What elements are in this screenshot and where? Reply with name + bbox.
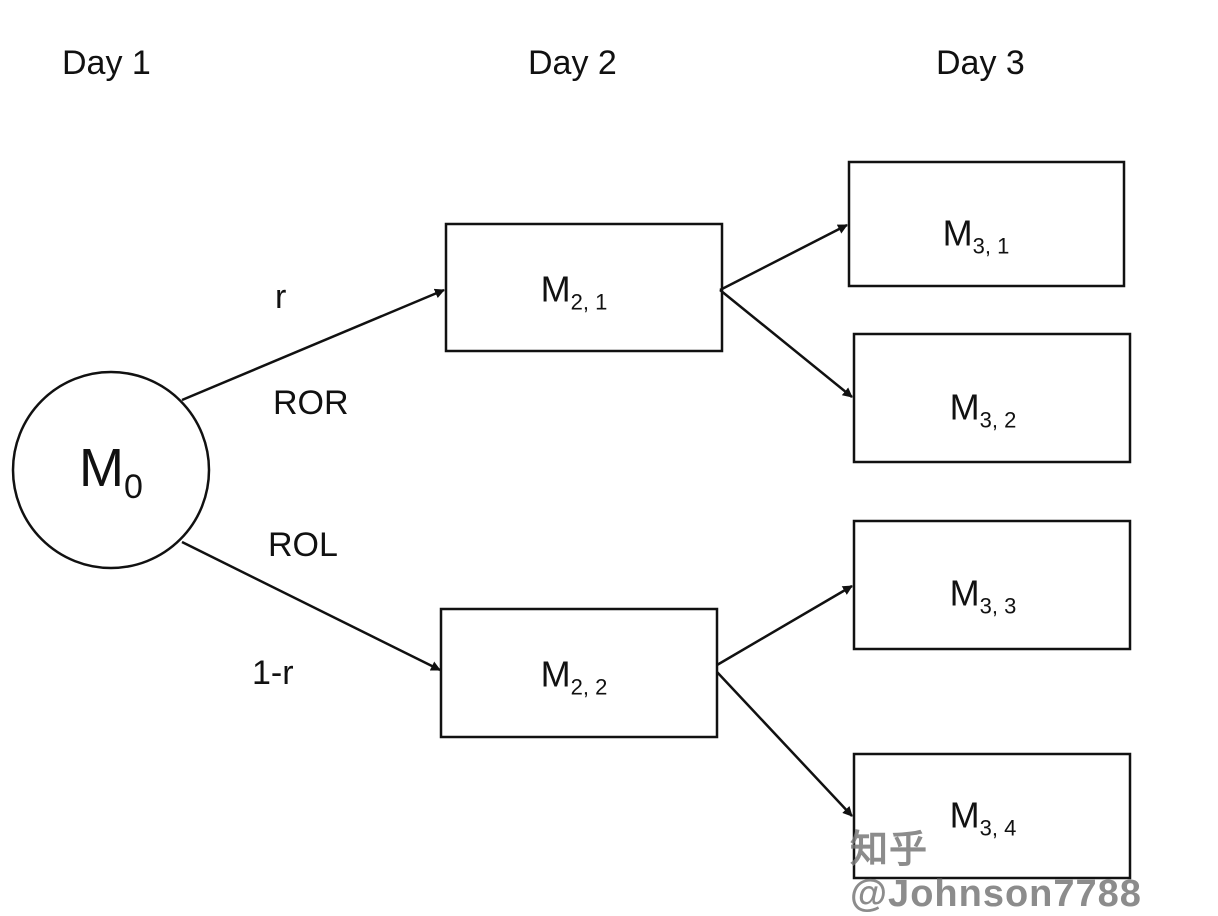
edge-label-rol: ROL bbox=[268, 526, 338, 564]
edge-m0-m22 bbox=[181, 540, 441, 672]
edge-m22-m34 bbox=[716, 671, 853, 817]
edge-label-r: r bbox=[275, 278, 287, 316]
node-m32-label: M3, 2 bbox=[949, 386, 1017, 433]
node-m0-circle bbox=[11, 370, 211, 570]
node-m21-box bbox=[444, 222, 724, 353]
node-m33-box bbox=[852, 519, 1132, 651]
node-m32-box bbox=[852, 332, 1132, 464]
node-m22-label: M2, 2 bbox=[540, 653, 608, 700]
edge-m21-m32 bbox=[719, 289, 853, 398]
node-m21-label: M2, 1 bbox=[540, 268, 608, 315]
header-day-1: Day 1 bbox=[62, 44, 151, 82]
node-m31-label: M3, 1 bbox=[942, 212, 1010, 259]
edge-m0-m21 bbox=[181, 288, 445, 402]
node-m34-box bbox=[852, 752, 1132, 880]
header-day-3: Day 3 bbox=[936, 44, 1025, 82]
header-day-2: Day 2 bbox=[528, 44, 617, 82]
edge-label-1-r: 1-r bbox=[252, 654, 294, 692]
node-m31-box bbox=[847, 160, 1126, 288]
edge-label-ror: ROR bbox=[273, 384, 349, 422]
node-m34-label: M3, 4 bbox=[949, 794, 1017, 841]
edge-m21-m31 bbox=[719, 223, 848, 292]
edge-m22-m33 bbox=[716, 584, 853, 667]
watermark: 知乎 @Johnson7788 bbox=[850, 829, 1142, 915]
node-m33-label: M3, 3 bbox=[949, 572, 1017, 619]
node-m0-label: M0 bbox=[79, 438, 143, 506]
diagram-canvas bbox=[11, 160, 1132, 880]
